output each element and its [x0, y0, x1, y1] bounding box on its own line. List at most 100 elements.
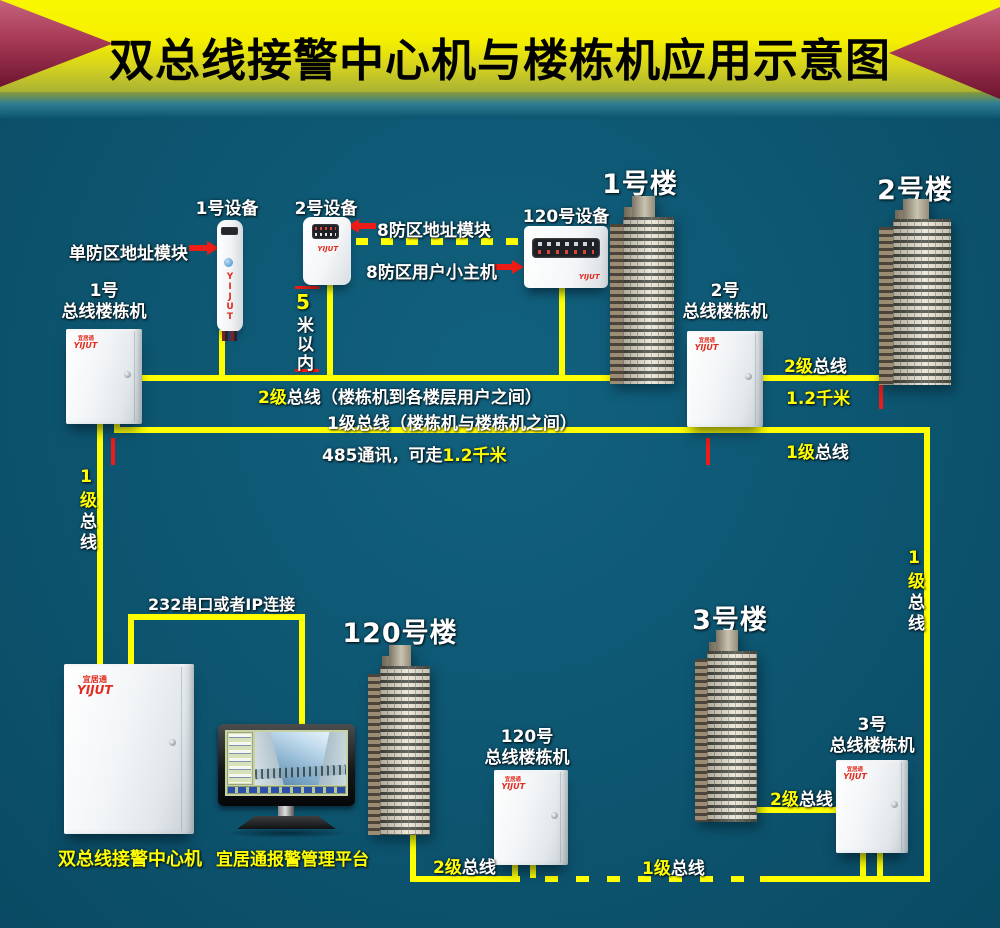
- device1-brand: YIJUT: [225, 272, 235, 322]
- device2-display: [311, 223, 340, 239]
- monitor-screen: [225, 730, 348, 796]
- device2-label: 2号设备: [294, 199, 358, 219]
- bus1-line-dashed: [545, 876, 762, 882]
- arrow-single-zone-icon: [189, 241, 219, 255]
- bus2-line-120: [410, 876, 520, 882]
- red-mark-cab2: [706, 438, 710, 465]
- device1-display: [221, 227, 238, 235]
- eight-zone-module-label: 8防区地址模块: [377, 221, 491, 241]
- monitor-shadow: [223, 828, 350, 838]
- measure-tick-bottom: [295, 369, 319, 372]
- cabinet120-label: 120号 总线楼栋机: [484, 727, 570, 768]
- bus2-line-3: [752, 807, 838, 813]
- building-120: [368, 645, 430, 835]
- monitor-stand-neck: [278, 806, 295, 818]
- cabinet2-handle-icon: [745, 373, 753, 381]
- wire-cab2-stub-right: [723, 425, 729, 433]
- monitor-sidebar: [227, 732, 253, 785]
- cabinet120-handle-icon: [550, 811, 558, 819]
- device2: YIJUT: [303, 217, 351, 285]
- building1-label: 1号楼: [602, 169, 678, 200]
- device1: YIJUT: [217, 220, 243, 341]
- device1-wires: [222, 331, 238, 341]
- monitor-toolbar: [227, 786, 346, 794]
- comm-label: 485通讯，可走1.2千米: [322, 446, 507, 466]
- bus2-main-label: 2级总线（楼栋机到各楼层用户之间）: [258, 388, 542, 408]
- serial-line-left-down: [128, 614, 134, 666]
- serial-line-horizontal: [128, 614, 305, 620]
- eight-zone-host-label: 8防区用户小主机: [366, 263, 497, 283]
- building120-label: 120号楼: [342, 618, 458, 649]
- bus1-vertical-right-label: 1级总线: [904, 548, 924, 635]
- wire-building120-down: [410, 832, 416, 882]
- cabinet2-label: 2号 总线楼栋机: [682, 281, 768, 322]
- device120-brand: YIJUT: [578, 272, 600, 281]
- arrow-eight-zone-host-icon: [495, 260, 524, 274]
- bus1-line-bottom-solid: [760, 876, 930, 882]
- bus1-vertical-left-label: 1级总线: [76, 467, 96, 554]
- bus2-right-distance: 1.2千米: [786, 389, 851, 409]
- center-machine-handle-icon: [168, 738, 176, 746]
- device1-logo-dot-icon: [224, 258, 233, 267]
- center-machine-label: 双总线接警中心机: [58, 849, 202, 870]
- wire-device2-down: [327, 284, 333, 380]
- red-mark-building2: [879, 382, 883, 409]
- wire-cab3-stub-left: [860, 852, 866, 878]
- banner-fade: [0, 92, 1000, 118]
- device120: YIJUT: [524, 226, 608, 288]
- bus1-bottom-label: 1级总线: [642, 859, 705, 879]
- cabinet1-label: 1号 总线楼栋机: [61, 281, 147, 322]
- building-1: [610, 196, 674, 384]
- bus1-right-label: 1级总线: [786, 443, 849, 463]
- bus2-120-label: 2级总线: [433, 858, 496, 878]
- wire-cab2-stub-left: [705, 425, 711, 431]
- cabinet3-handle-icon: [890, 800, 898, 808]
- building-3: [695, 630, 757, 822]
- wire-device120-down: [559, 287, 565, 380]
- bus1-line-main: [114, 427, 930, 433]
- bus2-right-label: 2级总线: [784, 357, 847, 377]
- device1-label: 1号设备: [195, 199, 259, 219]
- cabinet1-handle-icon: [124, 370, 132, 378]
- device120-label: 120号设备: [522, 207, 610, 227]
- monitor: [218, 724, 355, 842]
- single-zone-module-label: 单防区地址模块: [69, 244, 188, 264]
- building-2: [879, 199, 951, 385]
- serial-line-to-monitor: [299, 614, 305, 727]
- bus2-line-right: [762, 375, 883, 381]
- serial-link-label: 232串口或者IP连接: [148, 595, 296, 614]
- bus1-line-right-vertical: [924, 427, 930, 882]
- arrow-eight-zone-module-icon: [347, 219, 376, 233]
- wire-cab3-stub-right: [877, 852, 883, 878]
- device2-brand: YIJUT: [317, 244, 339, 253]
- wire-cab120-stub-left: [512, 864, 518, 878]
- wire-cab1-stub: [114, 421, 120, 429]
- distance-5m-label: 5米以内: [291, 290, 315, 373]
- platform-label: 宜居通报警管理平台: [216, 850, 369, 870]
- bus1-main-label: 1级总线（楼栋机与楼栋机之间）: [327, 414, 577, 434]
- red-mark-cab1: [111, 438, 115, 465]
- measure-tick-top: [295, 286, 319, 289]
- wire-cab120-stub-right: [530, 864, 536, 878]
- wire-cab1-to-center: [97, 421, 103, 667]
- device120-display: [531, 238, 601, 259]
- page-title: 双总线接警中心机与楼栋机应用示意图: [108, 34, 891, 87]
- dashed-link-device2-device120: [356, 238, 519, 245]
- wire-device1-down: [219, 330, 225, 380]
- monitor-stand-base: [237, 816, 336, 829]
- bus2-line-left: [140, 375, 612, 381]
- monitor-photo: [255, 732, 346, 785]
- cabinet3-label: 3号 总线楼栋机: [829, 715, 915, 756]
- title-banner: [0, 0, 1000, 92]
